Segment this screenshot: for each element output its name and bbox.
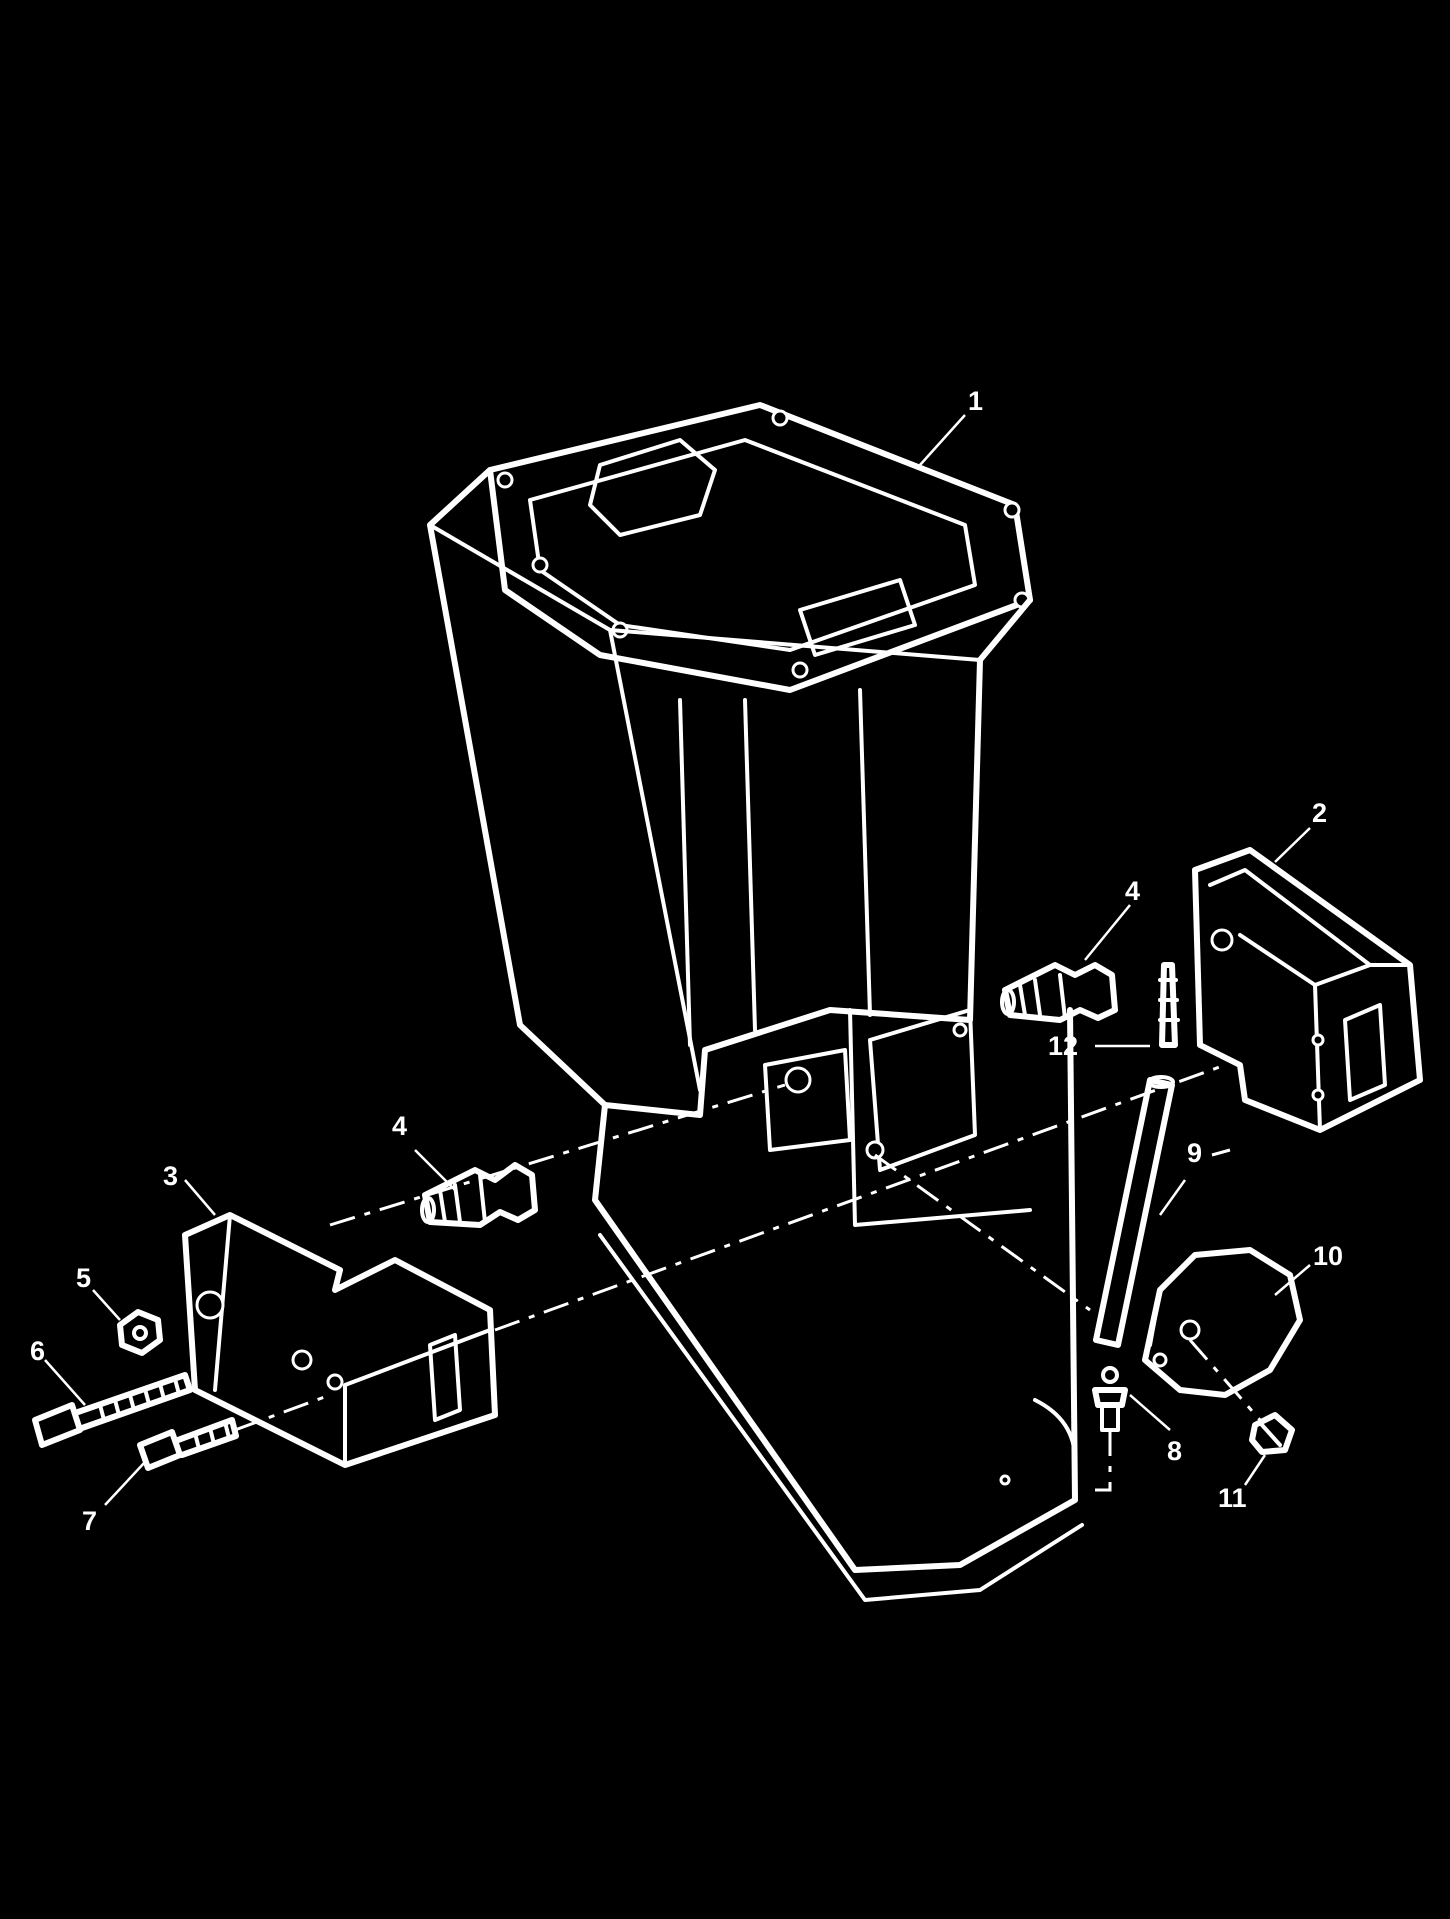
callout-2: 2 <box>1312 798 1327 828</box>
pickup-nipple <box>1158 962 1180 1048</box>
upper-stud-grommet <box>1000 962 1118 1023</box>
assembly-lines <box>234 1063 1262 1492</box>
callout-3: 3 <box>163 1161 178 1191</box>
callout-5: 5 <box>76 1263 91 1293</box>
cover-plate <box>1142 1247 1303 1398</box>
fitting <box>1092 1366 1128 1432</box>
callout-6: 6 <box>30 1336 45 1366</box>
callout-7: 7 <box>82 1506 97 1536</box>
short-bolt <box>137 1417 239 1471</box>
screw <box>1249 1412 1295 1455</box>
callout-11: 11 <box>1218 1483 1247 1513</box>
callout-9: 9 <box>1187 1138 1202 1168</box>
nut <box>117 1309 163 1356</box>
callout-4-lower: 4 <box>392 1111 407 1141</box>
callout-4-upper: 4 <box>1125 876 1140 906</box>
callout-12: 12 <box>1048 1031 1078 1061</box>
callout-8: 8 <box>1167 1436 1182 1466</box>
lower-mount-bracket <box>182 1212 498 1468</box>
callout-1: 1 <box>968 386 983 416</box>
drive-shaft-housing <box>427 402 1084 1602</box>
upper-mount-bracket <box>1192 847 1423 1133</box>
long-bolt <box>32 1372 193 1448</box>
leader-lines <box>44 414 1311 1506</box>
hose <box>1093 1075 1175 1348</box>
callout-10: 10 <box>1313 1241 1343 1271</box>
callout-labels: 1 2 4 4 3 5 6 7 8 9 10 11 12 <box>30 386 1343 1536</box>
